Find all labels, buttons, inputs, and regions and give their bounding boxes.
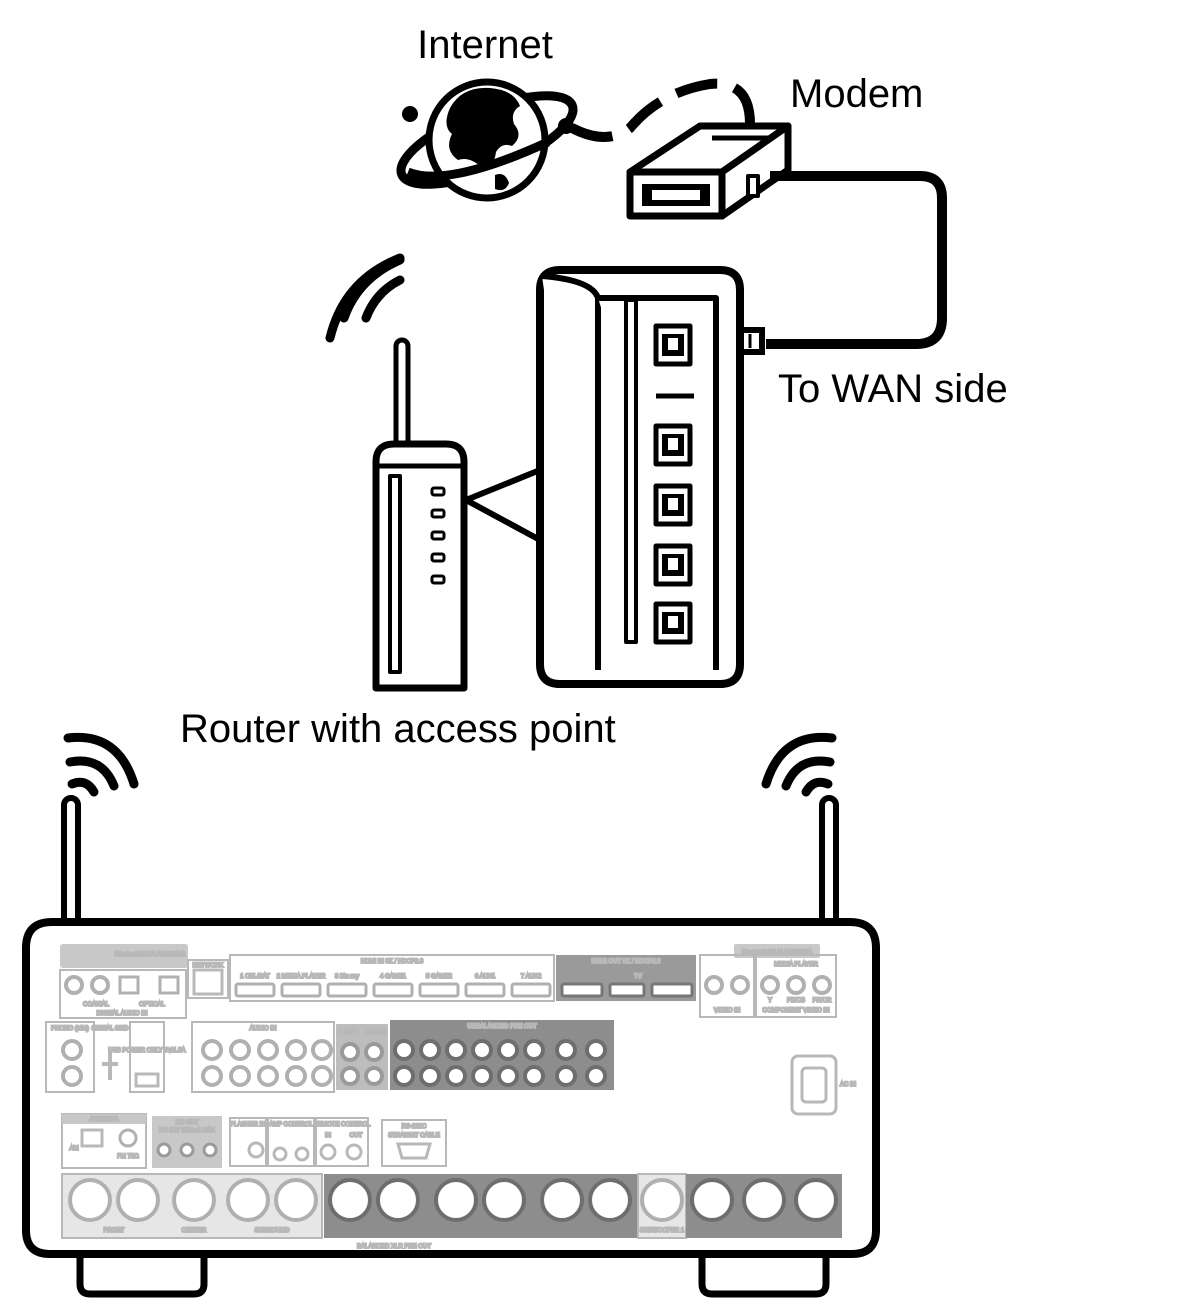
component-video-in-text: COMPONENT VIDEO IN xyxy=(763,1008,830,1014)
modem-icon xyxy=(626,122,792,220)
svg-text:4 GAME1: 4 GAME1 xyxy=(380,974,407,980)
straight-cable-text: STRAIGHT CABLE xyxy=(388,1133,440,1139)
flasher-in-text: FLASHER IN xyxy=(230,1122,265,1128)
router-ports-callout xyxy=(463,266,744,688)
svg-text:5 GAME2: 5 GAME2 xyxy=(426,974,453,980)
balanced-pre-out-text: BALANCED XLR PRE OUT xyxy=(357,1244,431,1250)
svg-text:6 AUX1: 6 AUX1 xyxy=(475,974,496,980)
router-icon xyxy=(372,337,468,692)
center-text: CENTER xyxy=(182,1228,207,1234)
optical-text: OPTICAL xyxy=(139,1002,165,1008)
wifi-signal-icon xyxy=(325,253,405,343)
rs232c-text: RS-232C xyxy=(402,1124,427,1130)
balanced-dark-block xyxy=(324,1174,638,1238)
media-player-text: MEDIA PLAYER xyxy=(774,962,818,968)
zone3-text: ZONE3 xyxy=(366,1030,387,1036)
internet-modem-link xyxy=(569,78,755,142)
svg-text:PR/CR: PR/CR xyxy=(813,998,832,1004)
right-wifi-signal-icon xyxy=(761,732,837,797)
router-label: Router with access point xyxy=(180,707,616,751)
svg-text:7 AUX2: 7 AUX2 xyxy=(521,974,542,980)
receiver-rear-panel: Bluetooth/Wi-Fi ANTENNA Bluetooth/Wi-Fi … xyxy=(45,944,857,1251)
remote-out-text: OUT xyxy=(350,1133,363,1139)
hdmi-out-text: HDMI OUT 8K / HDCP2.3 xyxy=(592,959,662,965)
front-text: FRONT xyxy=(104,1228,125,1234)
wan-cable xyxy=(766,171,947,349)
bt-antenna-right-text: Bluetooth/Wi-Fi ANTENNA xyxy=(741,950,812,956)
svg-text:Y: Y xyxy=(768,998,772,1004)
digital-audio-in-text: DIGITAL AUDIO IN xyxy=(97,1011,148,1017)
phono-text: PHONO (MM) xyxy=(51,1026,89,1032)
bt-antenna-badge-left xyxy=(60,944,188,968)
bt-antenna-left-text: Bluetooth/Wi-Fi ANTENNA xyxy=(114,952,185,958)
svg-text:3 Blu-ray: 3 Blu-ray xyxy=(335,974,359,980)
dc-out-text: DC OUT xyxy=(176,1120,199,1126)
remote-control-text: REMOTE CONTROL xyxy=(314,1122,371,1128)
hdmi-in-text: HDMI IN 8K / HDCP2.3 xyxy=(361,959,424,965)
amp-control-text: AMP CONTROL xyxy=(269,1122,314,1128)
antenna-text: ANTENNA xyxy=(90,1117,119,1123)
fm-text: FM 75Ω xyxy=(117,1154,139,1160)
subwoofer-text: SUBWOOFER 1 xyxy=(640,1228,685,1234)
coaxial-text: COAXIAL xyxy=(83,1002,110,1008)
am-text: AM xyxy=(70,1146,79,1152)
audio-in-text: AUDIO IN xyxy=(250,1026,277,1032)
svg-text:2 MEDIA PLAYER: 2 MEDIA PLAYER xyxy=(277,974,326,980)
signal-gnd-text: SIGNAL GND xyxy=(92,1026,129,1032)
wan-side-label: To WAN side xyxy=(778,367,1008,411)
receiver-feet xyxy=(76,1254,830,1298)
network-text: NETWORK xyxy=(193,963,224,969)
dc-out-block xyxy=(152,1116,222,1168)
modem-label: Modem xyxy=(790,72,923,116)
svg-text:PB/CB: PB/CB xyxy=(787,998,805,1004)
internet-globe-icon xyxy=(396,78,578,202)
internet-label: Internet xyxy=(417,23,553,67)
hdmi-in-ports xyxy=(234,982,552,998)
usb-text: USB POWER ONLY 5V/1.5A xyxy=(108,1048,185,1054)
svg-text:1 CBL/SAT: 1 CBL/SAT xyxy=(240,974,270,980)
left-wifi-signal-icon xyxy=(63,732,139,797)
hdmi-in-labels: 1 CBL/SAT 2 MEDIA PLAYER 3 Blu-ray 4 GAM… xyxy=(239,973,543,981)
remote-in-text: IN xyxy=(325,1133,331,1139)
surround-text: SURROUND xyxy=(255,1228,290,1234)
ac-in-text: AC IN xyxy=(840,1082,856,1088)
zone2-text: ZONE2 xyxy=(338,1030,359,1036)
unbalanced-pre-out-text: UNBALANCED PRE OUT xyxy=(467,1024,537,1030)
dc-out-spec-text: DC 12V 150mA MAX xyxy=(159,1128,215,1134)
hdmi-out-tv-text: TV xyxy=(634,974,642,980)
video-in-text: VIDEO IN xyxy=(714,1008,740,1014)
